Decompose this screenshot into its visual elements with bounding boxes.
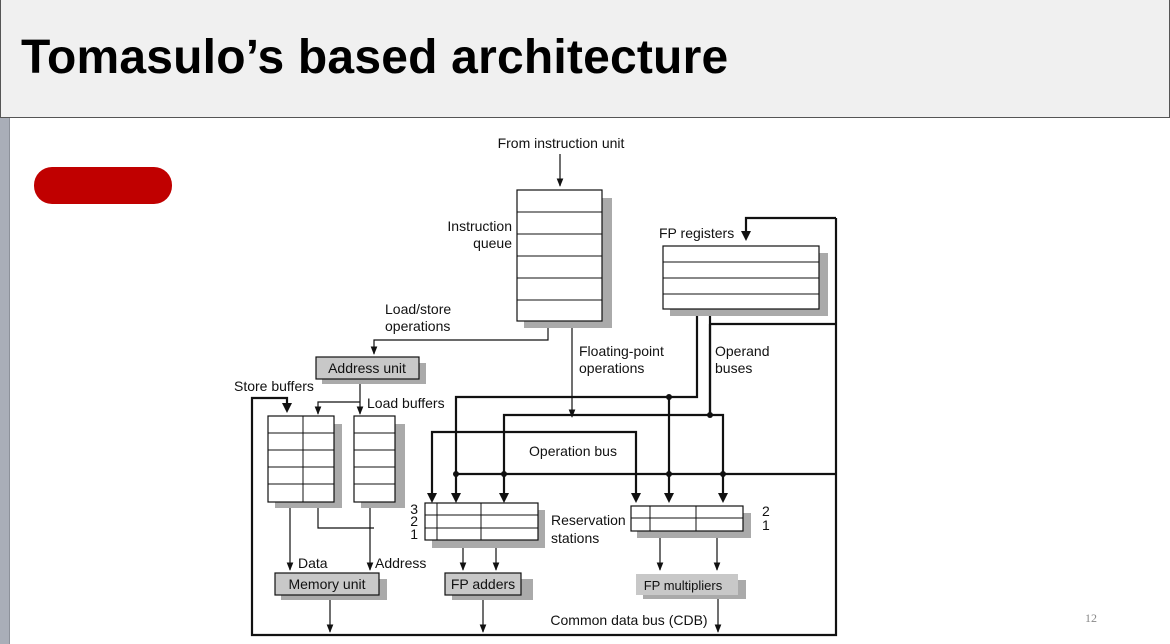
fp-ops-label-1: Floating-point [579,343,664,359]
store-load-join [317,502,374,529]
fp-multipliers-box [636,574,746,599]
instruction-queue-label-1: Instruction [447,218,512,234]
from-instruction-unit-label: From instruction unit [498,135,625,151]
mult-operand-b [710,413,725,500]
instruction-queue-label-2: queue [473,235,512,251]
fp-multipliers-label: FP multipliers [644,578,723,593]
rs-adders-number-2: 2 [410,513,418,529]
load-buffers-label: Load buffers [367,395,445,411]
fp-registers-block [662,245,828,316]
page-number: 12 [1085,611,1097,625]
store-buffers-label: Store buffers [234,378,314,394]
load-store-label-2: operations [385,318,450,334]
to-store-buffers [314,401,360,415]
mult-reservation-stations [630,505,751,538]
rs-mult-number-2: 2 [762,503,770,519]
cdb-to-fp-registers [744,216,836,238]
load-store-line [370,322,549,355]
adder-reservation-stations [424,502,545,548]
load-store-label-1: Load/store [385,301,451,317]
cdb-loop [250,218,838,637]
operand-bus-a [454,310,699,500]
store-buffers-block [267,415,342,508]
operand-buses-label-1: Operand [715,343,769,359]
instruction-queue [516,189,612,328]
rs-adders-number-1: 1 [410,526,418,542]
data-label: Data [298,555,328,571]
memory-unit-box [274,572,387,600]
operand-bus-b [502,310,712,500]
address-label: Address [375,555,426,571]
accent-pill [34,167,172,204]
slide-title: Tomasulo’s based architecture [21,31,729,84]
address-unit-label: Address unit [328,360,406,376]
reservation-label-2: stations [551,530,599,546]
memory-unit-label: Memory unit [288,576,365,592]
rs-adders-number-3: 3 [410,501,418,517]
fp-ops-label-2: operations [579,360,644,376]
title-band: Tomasulo’s based architecture [0,0,1170,118]
operation-bus [430,430,638,500]
cdb-label: Common data bus (CDB) [550,612,707,628]
operation-bus-label: Operation bus [529,443,617,459]
rs-mult-number-1: 1 [762,517,770,533]
reservation-label-1: Reservation [551,512,626,528]
operand-buses-label-2: buses [715,360,752,376]
fp-registers-label: FP registers [659,225,734,241]
fp-adders-box [444,572,533,600]
load-buffers-block [353,415,405,508]
left-rail [0,118,10,644]
fp-adders-label: FP adders [451,576,515,592]
address-unit-box [315,356,426,384]
